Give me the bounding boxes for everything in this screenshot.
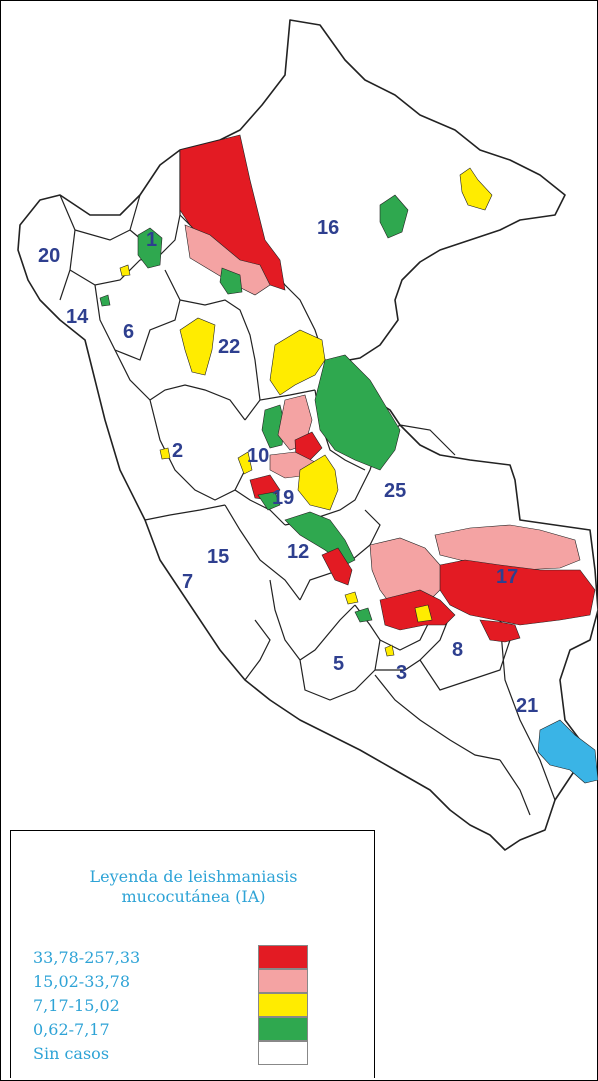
dept-label-21: 21 — [516, 695, 538, 717]
region-green-tiny-1 — [354, 607, 373, 623]
legend-item-4-label: 0,62-7,17 — [33, 1020, 110, 1039]
region-yellow-tiny-4 — [159, 447, 171, 460]
legend-item-2-swatch — [258, 969, 308, 993]
legend-item-3-swatch — [258, 993, 308, 1017]
legend-title-line2: mucocutánea (IA) — [121, 887, 266, 906]
legend-item-4: 0,62-7,17 — [33, 1017, 363, 1043]
region-yellow-19 — [297, 454, 339, 511]
legend-box: Leyenda de leishmaniasis mucocutánea (IA… — [10, 830, 375, 1078]
region-pink-north — [184, 224, 271, 296]
region-yellow-center — [269, 329, 326, 396]
dept-label-19: 19 — [272, 487, 294, 509]
dept-label-10: 10 — [247, 445, 269, 467]
dept-label-16: 16 — [317, 217, 339, 239]
region-green-16 — [379, 194, 409, 239]
region-green-small — [261, 404, 286, 449]
legend-item-5-swatch — [258, 1041, 308, 1065]
dept-label-12: 12 — [287, 541, 309, 563]
legend-item-3: 7,17-15,02 — [33, 993, 363, 1019]
legend-title: Leyenda de leishmaniasis mucocutánea (IA… — [11, 867, 376, 907]
region-red-17 — [439, 559, 596, 626]
region-yellow-16 — [459, 167, 493, 211]
dept-label-3: 3 — [396, 662, 407, 684]
dept-label-25: 25 — [384, 480, 406, 502]
incidence-regions — [99, 134, 598, 784]
legend-item-1-label: 33,78-257,33 — [33, 948, 141, 967]
dept-label-1: 1 — [146, 229, 157, 251]
region-blue-21 — [537, 719, 598, 784]
legend-item-1-swatch — [258, 945, 308, 969]
region-pink-17 — [434, 524, 581, 571]
dept-label-14: 14 — [66, 306, 89, 328]
dept-label-22: 22 — [218, 336, 240, 358]
region-yellow-tiny-1 — [344, 591, 359, 605]
dept-label-20: 20 — [38, 245, 60, 267]
legend-title-line1: Leyenda de leishmaniasis — [89, 867, 298, 886]
legend-item-3-label: 7,17-15,02 — [33, 996, 120, 1015]
region-yellow-tiny-2 — [384, 644, 395, 657]
region-green-1 — [137, 227, 163, 269]
dept-label-5: 5 — [333, 653, 344, 675]
legend-item-2-label: 15,02-33,78 — [33, 972, 131, 991]
dept-label-2: 2 — [172, 440, 183, 462]
dept-label-8: 8 — [452, 639, 463, 661]
region-green-25 — [314, 354, 401, 471]
region-yellow-east — [414, 604, 433, 623]
region-yellow-22 — [179, 317, 216, 376]
department-labels: 1 2 3 5 6 7 8 10 12 14 15 16 17 19 20 21… — [38, 217, 538, 717]
region-yellow-tiny-3 — [119, 264, 131, 277]
legend-item-5-label: Sin casos — [33, 1044, 110, 1063]
region-yellow-10 — [237, 451, 253, 475]
region-green-tiny-2 — [99, 294, 111, 307]
dept-label-7: 7 — [182, 571, 193, 593]
region-red-12 — [321, 547, 353, 586]
legend-item-2: 15,02-33,78 — [33, 969, 363, 995]
legend-item-1: 33,78-257,33 — [33, 945, 363, 971]
region-green-north — [219, 267, 243, 295]
dept-label-17: 17 — [496, 566, 518, 588]
dept-label-15: 15 — [207, 546, 229, 568]
region-green-19 — [257, 491, 281, 511]
legend-item-4-swatch — [258, 1017, 308, 1041]
dept-label-6: 6 — [123, 321, 134, 343]
region-red-8 — [479, 619, 521, 643]
legend-item-5: Sin casos — [33, 1041, 363, 1067]
